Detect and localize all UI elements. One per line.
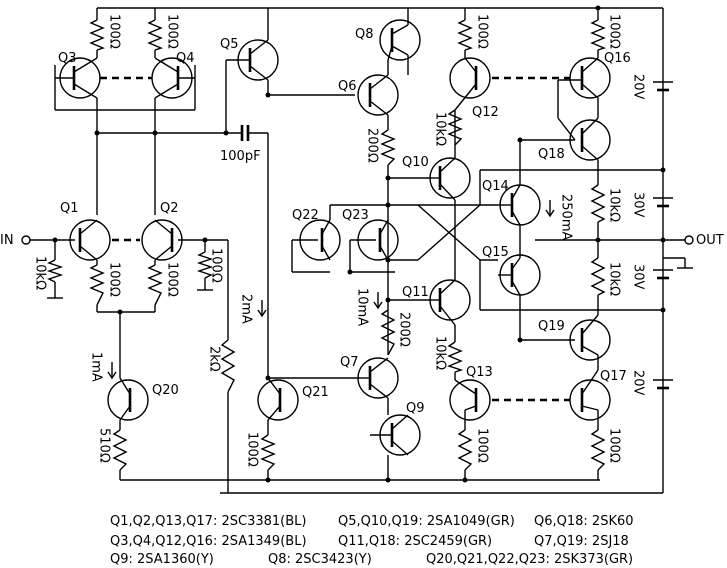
parts-row2-b: Q11,Q18: 2SC2459(GR) bbox=[338, 534, 493, 549]
label-q14: Q14 bbox=[482, 179, 509, 194]
label-r-200-top: 200Ω bbox=[365, 128, 380, 163]
label-q12: Q12 bbox=[472, 105, 499, 120]
label-r-q4: 100Ω bbox=[165, 14, 180, 49]
label-q17: Q17 bbox=[600, 369, 627, 384]
transistor-q12 bbox=[449, 57, 491, 111]
transistor-q2 bbox=[141, 219, 183, 261]
input-terminal bbox=[21, 235, 31, 245]
ground-symbols bbox=[47, 267, 693, 299]
transistor-q15 bbox=[498, 254, 541, 296]
label-r-q17: 100Ω bbox=[607, 428, 622, 463]
label-r-510: 510Ω bbox=[97, 428, 112, 463]
transistor-q19 bbox=[569, 314, 611, 361]
parts-row3-c: Q20,Q21,Q22,Q23: 2SK373(GR) bbox=[426, 552, 634, 567]
transistor-q18 bbox=[569, 117, 611, 161]
label-battery-top: 20V bbox=[631, 74, 646, 100]
parts-row2-c: Q7,Q19: 2SJ18 bbox=[534, 534, 629, 549]
junctions bbox=[52, 5, 666, 483]
label-battery-bottom: 20V bbox=[631, 370, 646, 396]
label-r-q2-load: 100Ω bbox=[209, 248, 224, 283]
label-q5: Q5 bbox=[220, 37, 239, 52]
label-battery-upper: 30V bbox=[631, 192, 646, 218]
parts-row3-b: Q8: 2SC3423(Y) bbox=[268, 552, 372, 567]
parts-row1-a: Q1,Q2,Q13,Q17: 2SC3381(BL) bbox=[110, 514, 307, 529]
transistor-q14 bbox=[498, 184, 541, 226]
transistor-q21 bbox=[257, 377, 299, 421]
label-q13: Q13 bbox=[466, 365, 493, 380]
label-r-q3: 100Ω bbox=[107, 14, 122, 49]
parts-row3-a: Q9: 2SA1360(Y) bbox=[110, 552, 214, 567]
parts-row1-b: Q5,Q10,Q19: 2SA1049(GR) bbox=[338, 514, 515, 529]
label-q21: Q21 bbox=[302, 385, 329, 400]
transistor-q10 bbox=[429, 157, 471, 201]
transistor-q22 bbox=[292, 219, 341, 261]
label-q10: Q10 bbox=[402, 155, 429, 170]
label-q20: Q20 bbox=[152, 383, 179, 398]
label-q11: Q11 bbox=[402, 285, 429, 300]
label-q2: Q2 bbox=[160, 201, 179, 216]
parts-row1-c: Q6,Q18: 2SK60 bbox=[534, 514, 634, 529]
output-terminal bbox=[684, 235, 694, 245]
label-q8: Q8 bbox=[355, 27, 374, 42]
label-q9: Q9 bbox=[406, 401, 425, 416]
label-q19: Q19 bbox=[538, 319, 565, 334]
label-battery-lower: 30V bbox=[631, 264, 646, 290]
label-r-10k-top: 10kΩ bbox=[607, 188, 622, 222]
label-r-10k-q10: 10kΩ bbox=[433, 112, 448, 146]
label-q15: Q15 bbox=[482, 245, 509, 260]
parts-row2-a: Q3,Q4,Q12,Q16: 2SA1349(BL) bbox=[110, 534, 307, 549]
batteries bbox=[653, 81, 673, 390]
transistor-q8 bbox=[379, 19, 421, 61]
label-current-2ma: 2mA bbox=[239, 294, 254, 324]
transistor-q1 bbox=[69, 219, 111, 261]
label-r-q21: 100Ω bbox=[245, 432, 260, 467]
label-q4: Q4 bbox=[176, 51, 195, 66]
transistor-q6 bbox=[357, 74, 399, 116]
transistor-q4 bbox=[151, 57, 195, 99]
transistor-q5 bbox=[226, 39, 279, 81]
label-r-q1: 100Ω bbox=[107, 262, 122, 297]
label-q7: Q7 bbox=[340, 355, 359, 370]
label-q23: Q23 bbox=[342, 208, 369, 223]
label-input: IN bbox=[0, 233, 14, 248]
label-r-input: 10kΩ bbox=[33, 256, 48, 290]
label-current-250ma: 250mA bbox=[559, 194, 574, 240]
label-q16: Q16 bbox=[604, 51, 631, 66]
label-capacitor: 100pF bbox=[220, 149, 261, 164]
label-q22: Q22 bbox=[292, 208, 319, 223]
label-r-10k-bottom: 10kΩ bbox=[607, 262, 622, 296]
transistor-q20 bbox=[107, 377, 149, 421]
current-arrows bbox=[107, 200, 555, 380]
schematic: Q3 Q4 Q1 Q2 Q5 Q6 Q8 Q10 Q11 Q7 Q9 Q22 Q… bbox=[0, 5, 724, 494]
transistor-q9 bbox=[370, 414, 421, 456]
label-current-1ma: 1mA bbox=[89, 352, 104, 382]
label-r-2k: 2kΩ bbox=[207, 346, 222, 372]
label-current-10ma: 10mA bbox=[355, 288, 370, 326]
label-r-10k-q11: 10kΩ bbox=[433, 336, 448, 370]
transistor-q13 bbox=[449, 379, 491, 421]
resistors bbox=[46, 19, 606, 471]
label-r-q2: 100Ω bbox=[165, 262, 180, 297]
label-q1: Q1 bbox=[60, 201, 79, 216]
transistor-q7 bbox=[357, 357, 399, 399]
label-r-q12: 100Ω bbox=[475, 14, 490, 49]
label-r-q16: 100Ω bbox=[607, 14, 622, 49]
transistor-q23 bbox=[350, 219, 399, 261]
label-q6: Q6 bbox=[338, 79, 357, 94]
capacitor-100pf bbox=[240, 125, 250, 141]
label-r-200-bottom: 200Ω bbox=[397, 312, 412, 347]
label-r-q13: 100Ω bbox=[475, 428, 490, 463]
label-output: OUT bbox=[696, 233, 724, 248]
label-q18: Q18 bbox=[538, 147, 565, 162]
label-q3: Q3 bbox=[58, 51, 77, 66]
transistor-q11 bbox=[429, 279, 471, 326]
